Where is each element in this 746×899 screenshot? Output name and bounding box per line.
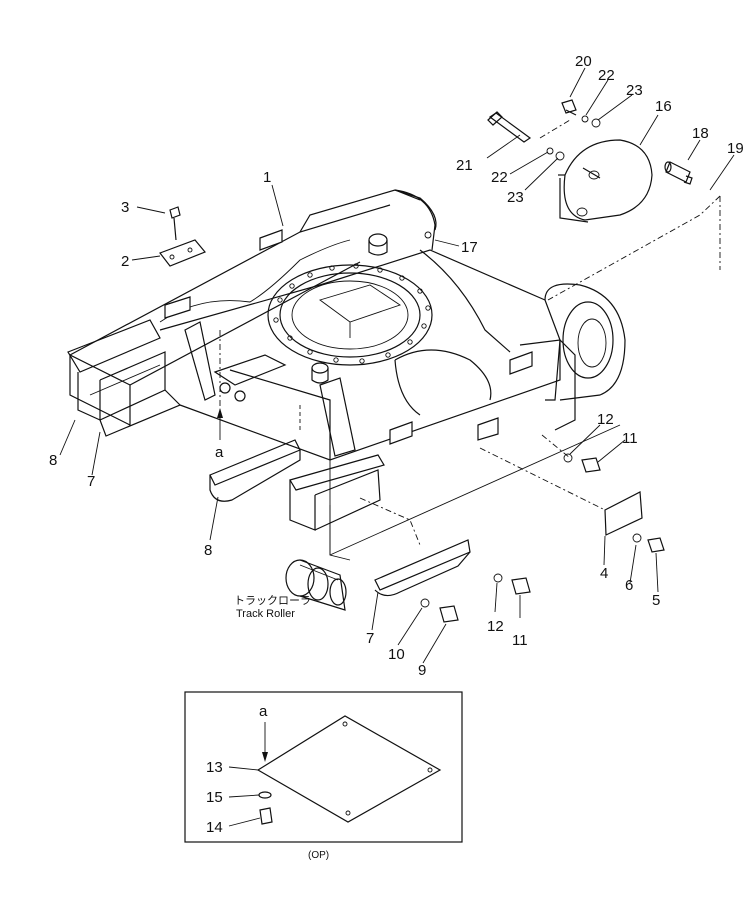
callout-15: 15 bbox=[206, 789, 223, 806]
callout-1: 1 bbox=[263, 169, 271, 186]
lower-side-beam bbox=[329, 424, 621, 556]
part-5-6-bolt-washer bbox=[632, 533, 665, 553]
callout-12b: 12 bbox=[487, 618, 504, 635]
part-9-10-11-12-lower bbox=[420, 573, 531, 623]
callout-4: 4 bbox=[600, 565, 608, 582]
sprocket-housing bbox=[544, 283, 626, 401]
callout-13: 13 bbox=[206, 759, 223, 776]
track-roller bbox=[285, 559, 347, 611]
track-roller-label: トラックローラ Track Roller bbox=[234, 594, 311, 620]
inset-a-label: a bbox=[259, 703, 268, 720]
part-16-cover bbox=[558, 139, 653, 223]
callout-9: 9 bbox=[418, 662, 426, 679]
callout-18: 18 bbox=[692, 125, 709, 142]
callout-20: 20 bbox=[575, 53, 592, 70]
part-20-bolt bbox=[561, 99, 601, 128]
view-marker-a-main: a bbox=[215, 408, 224, 461]
callout-19: 19 bbox=[727, 140, 744, 157]
track-roller-en: Track Roller bbox=[236, 608, 295, 620]
callout-2: 2 bbox=[121, 253, 129, 270]
callout-6: 6 bbox=[625, 577, 633, 594]
part-21-bolt bbox=[487, 111, 565, 161]
callout-16: 16 bbox=[655, 98, 672, 115]
callout-7b: 7 bbox=[366, 630, 374, 647]
callout-23b: 23 bbox=[507, 189, 524, 206]
callout-leaders bbox=[59, 67, 735, 664]
callout-23a: 23 bbox=[626, 82, 643, 99]
inset-caption: (OP) bbox=[308, 850, 329, 861]
guide-lines bbox=[219, 119, 721, 546]
part-18-pin bbox=[664, 161, 693, 185]
callout-22a: 22 bbox=[598, 67, 615, 84]
callout-21: 21 bbox=[456, 157, 473, 174]
part-4-plate bbox=[604, 491, 643, 536]
callout-12a: 12 bbox=[597, 411, 614, 428]
callout-7a: 7 bbox=[87, 473, 95, 490]
callout-14: 14 bbox=[206, 819, 223, 836]
callout-labels: 1 2 3 4 5 6 7 7 8 8 9 10 11 11 12 12 13 … bbox=[49, 53, 744, 836]
track-roller-jp: トラックローラ bbox=[234, 594, 311, 607]
callout-5: 5 bbox=[652, 592, 660, 609]
part-2-3-plate-bolt bbox=[159, 206, 206, 267]
inset-box: a bbox=[184, 691, 463, 843]
callout-8a: 8 bbox=[49, 452, 57, 469]
callout-8b: 8 bbox=[204, 542, 212, 559]
lower-track-guards bbox=[209, 439, 471, 597]
callout-10: 10 bbox=[388, 646, 405, 663]
track-frame bbox=[67, 189, 576, 461]
part-11-12-upper bbox=[563, 453, 601, 473]
callout-17: 17 bbox=[461, 239, 478, 256]
callout-3: 3 bbox=[121, 199, 129, 216]
callout-11b: 11 bbox=[512, 632, 528, 649]
callout-11a: 11 bbox=[622, 430, 638, 447]
view-marker-a-label: a bbox=[215, 444, 224, 461]
callout-22b: 22 bbox=[491, 169, 508, 186]
boss-housing bbox=[394, 189, 437, 239]
